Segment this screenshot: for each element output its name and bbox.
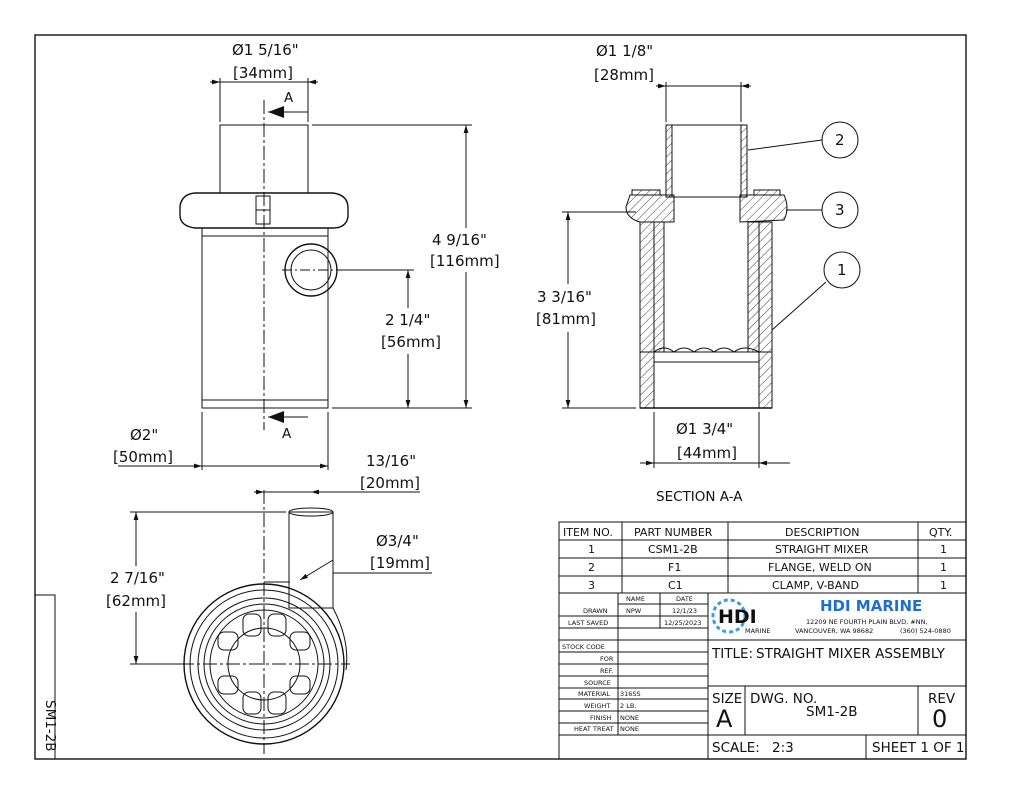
bom-header-item: ITEM NO. [563, 526, 613, 539]
tb-last-saved-label: LAST SAVED [568, 619, 608, 627]
dim-port-height-in: 2 1/4" [385, 311, 430, 329]
bom-row-2-part: F1 [668, 561, 681, 574]
bom-row-3-item: 3 [588, 579, 595, 592]
tb-weight-label: WEIGHT [584, 702, 610, 710]
section-label: SECTION A-A [656, 489, 743, 505]
tb-ref-label: REF. [600, 667, 613, 675]
bom-header-desc: DESCRIPTION [785, 526, 859, 539]
company-name: HDI MARINE [820, 597, 922, 615]
tb-weight-value: 2 LB. [620, 702, 636, 710]
logo-text: HDI [718, 606, 757, 628]
dim-body-dia-mm: [50mm] [113, 448, 173, 466]
scale-value: 2:3 [772, 740, 794, 756]
balloon-3 [821, 191, 859, 229]
balloon-3-label: 3 [835, 201, 845, 219]
dim-offset-mm: [20mm] [360, 474, 420, 492]
section-view: Ø1 1/8" [28mm] 3 3/16" [81mm] Ø1 3/4" [4… [534, 42, 861, 505]
dim-section-top-dia-in: Ø1 1/8" [596, 42, 653, 60]
dim-top-height-in: 2 7/16" [110, 569, 165, 587]
balloon-1-label: 1 [837, 261, 847, 279]
logo-sub: MARINE [745, 627, 770, 635]
balloon-2 [821, 121, 859, 159]
sheet-label: SHEET 1 OF 1 [872, 740, 964, 756]
dim-inlet-dia-mm: [19mm] [370, 554, 430, 572]
tb-name-header: NAME [626, 595, 645, 603]
dim-section-bottom-dia-mm: [44mm] [677, 444, 737, 462]
dim-section-bottom-dia-in: Ø1 3/4" [676, 420, 733, 438]
size-value: A [716, 705, 733, 733]
company-phone: (360) 524-0880 [900, 627, 951, 635]
size-label: SIZE [712, 691, 742, 707]
scale-label: SCALE: [712, 740, 760, 756]
dim-section-height-in: 3 3/16" [537, 288, 592, 306]
tb-drawn-name: NPW [626, 607, 642, 615]
bom-row-1-item: 1 [588, 543, 595, 556]
tb-heat-treat-value: NONE [620, 725, 639, 733]
dim-body-dia-in: Ø2" [130, 426, 158, 444]
dim-top-dia-mm: [34mm] [233, 64, 293, 82]
bom-row-1-desc: STRAIGHT MIXER [775, 543, 869, 556]
title-block: NAME DATE DRAWN NPW 12/1/23 LAST SAVED 1… [558, 592, 967, 760]
dim-height-in: 4 9/16" [432, 231, 487, 249]
rev-label: REV [928, 691, 956, 707]
bom-row-2-item: 2 [588, 561, 595, 574]
tb-stock-code-label: STOCK CODE [562, 643, 605, 651]
tb-last-saved-date: 12/25/2023 [664, 619, 701, 627]
balloon-1 [823, 251, 861, 289]
bom-row-1-qty: 1 [940, 543, 947, 556]
dim-section-height-mm: [81mm] [536, 310, 596, 328]
title-label: TITLE: [711, 646, 753, 662]
company-address-1: 12209 NE FOURTH PLAIN BLVD, #NN, [806, 618, 928, 626]
bom-row-3-qty: 1 [940, 579, 947, 592]
bom-header-part: PART NUMBER [634, 526, 713, 539]
tb-for-label: FOR [600, 655, 614, 663]
tb-finish-value: NONE [620, 714, 639, 722]
side-tab-box [34, 594, 56, 760]
balloon-2-label: 2 [835, 131, 845, 149]
dim-top-height-mm: [62mm] [106, 592, 166, 610]
bom-row-3-part: C1 [668, 579, 683, 592]
company-address-2: VANCOUVER, WA 98682 [795, 627, 873, 635]
sheet-border [34, 34, 967, 760]
bom-row-3-desc: CLAMP, V-BAND [772, 579, 859, 592]
section-marker-bottom: A [282, 426, 292, 442]
tb-material-label: MATERIAL [578, 690, 611, 698]
tb-source-label: SOURCE [584, 679, 611, 687]
company-logo: HDI MARINE [711, 598, 770, 635]
tb-drawn-date: 12/1/23 [672, 607, 697, 615]
dim-inlet-dia-in: Ø3/4" [376, 532, 419, 550]
dim-height-mm: [116mm] [430, 252, 500, 270]
dim-section-top-dia-mm: [28mm] [594, 66, 654, 84]
rev-value: 0 [932, 705, 947, 733]
bom-row-2-desc: FLANGE, WELD ON [768, 561, 872, 574]
dwg-value: SM1-2B [806, 704, 858, 720]
section-marker-top: A [284, 90, 294, 106]
side-tab-label: SM1-2B [42, 700, 58, 752]
bom-header-qty: QTY. [929, 526, 952, 539]
bom-table: ITEM NO. PART NUMBER DESCRIPTION QTY. 1 … [558, 521, 967, 594]
dim-port-height-mm: [56mm] [381, 333, 441, 351]
title-value: STRAIGHT MIXER ASSEMBLY [756, 646, 946, 662]
bom-row-2-qty: 1 [940, 561, 947, 574]
top-view: 13/16" [20mm] Ø3/4" [19mm] 2 7/16" [62mm… [104, 452, 432, 754]
dwg-label: DWG. NO. [750, 691, 817, 707]
dim-offset-in: 13/16" [366, 452, 416, 470]
tb-material-value: 316SS [620, 690, 641, 698]
bom-row-1-part: CSM1-2B [648, 543, 698, 556]
dim-top-dia-in: Ø1 5/16" [232, 41, 299, 59]
tb-finish-label: FINISH [590, 714, 612, 722]
tb-date-header: DATE [676, 595, 693, 603]
tb-heat-treat-label: HEAT TREAT [574, 725, 614, 733]
front-view: A A Ø1 5/16" [34mm] 4 9/16" [116mm] 2 1/… [113, 41, 506, 470]
tb-drawn-label: DRAWN [583, 607, 608, 615]
